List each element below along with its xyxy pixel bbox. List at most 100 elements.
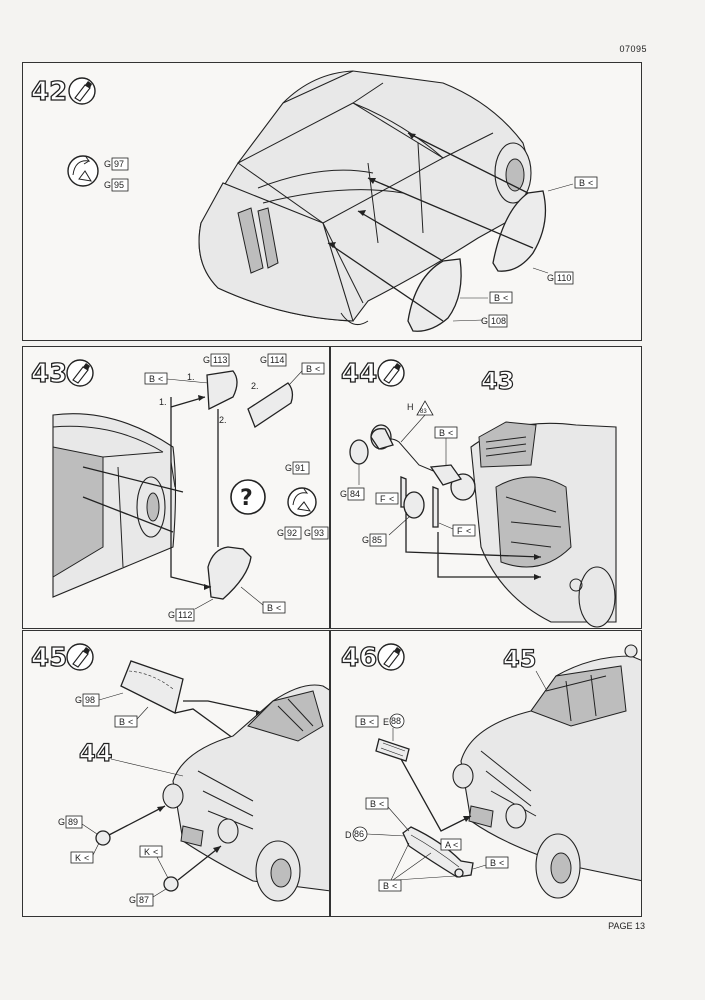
label-h83: H 83 (400, 400, 434, 443)
reference-step-43: 43 (481, 367, 514, 395)
label-g113: G 113 (203, 353, 230, 367)
svg-text:B: B (579, 178, 585, 188)
svg-text:B: B (439, 428, 445, 438)
svg-text:<: < (499, 858, 504, 868)
step-number: 42 (31, 77, 67, 107)
step-order-label: 2. (251, 381, 259, 391)
step-42-panel: 42 G 97 G 95 (22, 62, 642, 341)
label-g89: G 89 (58, 815, 98, 835)
window-part-g112 (207, 546, 252, 600)
document-code: 07095 (619, 44, 647, 54)
step-45-panel: 45 44 G 98 B < (22, 630, 330, 917)
label-d86: D 86 (345, 826, 406, 842)
svg-text:F: F (457, 526, 463, 536)
label-g85: G 85 (362, 516, 410, 547)
svg-text:93: 93 (314, 528, 324, 538)
glue-tube-icon (66, 359, 94, 387)
svg-text:B: B (383, 881, 389, 891)
label-b-bottom: B < (378, 842, 456, 892)
svg-text:B: B (490, 858, 496, 868)
step-46-panel: 46 45 B < E 88 (330, 630, 642, 917)
svg-text:88: 88 (391, 716, 401, 726)
svg-text:B: B (149, 374, 155, 384)
svg-text:<: < (503, 293, 508, 303)
svg-text:108: 108 (491, 316, 506, 326)
step-44-badge: 44 (340, 358, 405, 390)
label-b-1: B < (547, 176, 598, 192)
svg-text:<: < (453, 840, 458, 850)
svg-text:114: 114 (270, 355, 284, 365)
label-b-left: B < (144, 372, 209, 385)
window-part-g113 (206, 370, 238, 411)
label-k-2: K < (139, 845, 169, 879)
svg-text:G: G (481, 316, 488, 326)
window-part-g114 (247, 382, 294, 428)
svg-text:85: 85 (372, 535, 382, 545)
step-number: 46 (341, 643, 377, 673)
svg-text:<: < (389, 494, 394, 504)
step-45-badge: 45 (30, 642, 94, 674)
car-front-view (162, 684, 329, 902)
glue-tube-icon (66, 643, 94, 671)
rotate-icon (67, 155, 99, 187)
label-b: B < (434, 426, 458, 465)
svg-text:86: 86 (354, 829, 364, 839)
lamp-part-g87 (163, 876, 179, 892)
step-42-badge: 42 (30, 76, 96, 108)
label-f-1: F < (375, 492, 399, 505)
svg-text:G: G (362, 535, 369, 545)
step-number: 43 (31, 359, 67, 389)
svg-text:<: < (392, 881, 397, 891)
label-g108: G 108 (452, 314, 508, 328)
windshield-part-g98 (120, 660, 184, 714)
svg-text:B: B (360, 717, 366, 727)
step-43-badge: 43 (30, 358, 94, 390)
window-part-g108 (407, 258, 462, 332)
label-b-mid: B < (365, 797, 410, 832)
step-order-label: 1. (159, 397, 167, 407)
svg-text:E: E (383, 717, 389, 727)
rotate-icon (287, 487, 317, 517)
glue-tube-icon (377, 643, 405, 671)
label-g110: G 110 (532, 267, 574, 285)
car-front-engine (470, 421, 617, 628)
question-icon: ? (230, 479, 266, 515)
svg-text:<: < (448, 428, 453, 438)
svg-text:K: K (144, 847, 150, 857)
svg-text:G: G (304, 528, 311, 538)
label-g112: G 112 (168, 598, 214, 622)
label-g84: G 84 (340, 464, 365, 501)
svg-text:<: < (588, 178, 593, 188)
glue-tube-icon (68, 77, 96, 105)
svg-text:89: 89 (68, 817, 78, 827)
headlamp-assembly (349, 424, 476, 528)
step-order-label: 1. (187, 372, 195, 382)
svg-text:G: G (104, 159, 111, 169)
svg-text:<: < (84, 853, 89, 863)
label-b-top: B < (355, 715, 379, 728)
reference-step-44: 44 (79, 739, 112, 767)
bumper-part-d86 (402, 826, 474, 878)
label-g98: G 98 (75, 692, 124, 707)
svg-text:B: B (119, 717, 125, 727)
lamp-part-g89 (95, 830, 111, 846)
svg-text:92: 92 (287, 528, 297, 538)
glue-tube-icon (377, 359, 405, 387)
svg-text:G: G (75, 695, 82, 705)
svg-text:G: G (277, 528, 284, 538)
svg-text:G: G (129, 895, 136, 905)
window-part-g110 (492, 190, 547, 272)
svg-text:G: G (104, 180, 111, 190)
car-front-view (452, 644, 641, 899)
svg-text:<: < (276, 603, 281, 613)
svg-text:<: < (466, 526, 471, 536)
plate-part-e88 (375, 738, 410, 762)
car-side-interior (52, 413, 177, 598)
svg-text:H: H (407, 402, 414, 412)
car-body-rear-view (198, 70, 532, 326)
ref-g92-g93: G 92 G 93 (277, 526, 329, 540)
page-number: PAGE 13 (608, 921, 645, 931)
ref-g95: G 95 (104, 178, 129, 192)
label-a: A < (440, 838, 462, 851)
label-g87: G 87 (129, 888, 167, 907)
